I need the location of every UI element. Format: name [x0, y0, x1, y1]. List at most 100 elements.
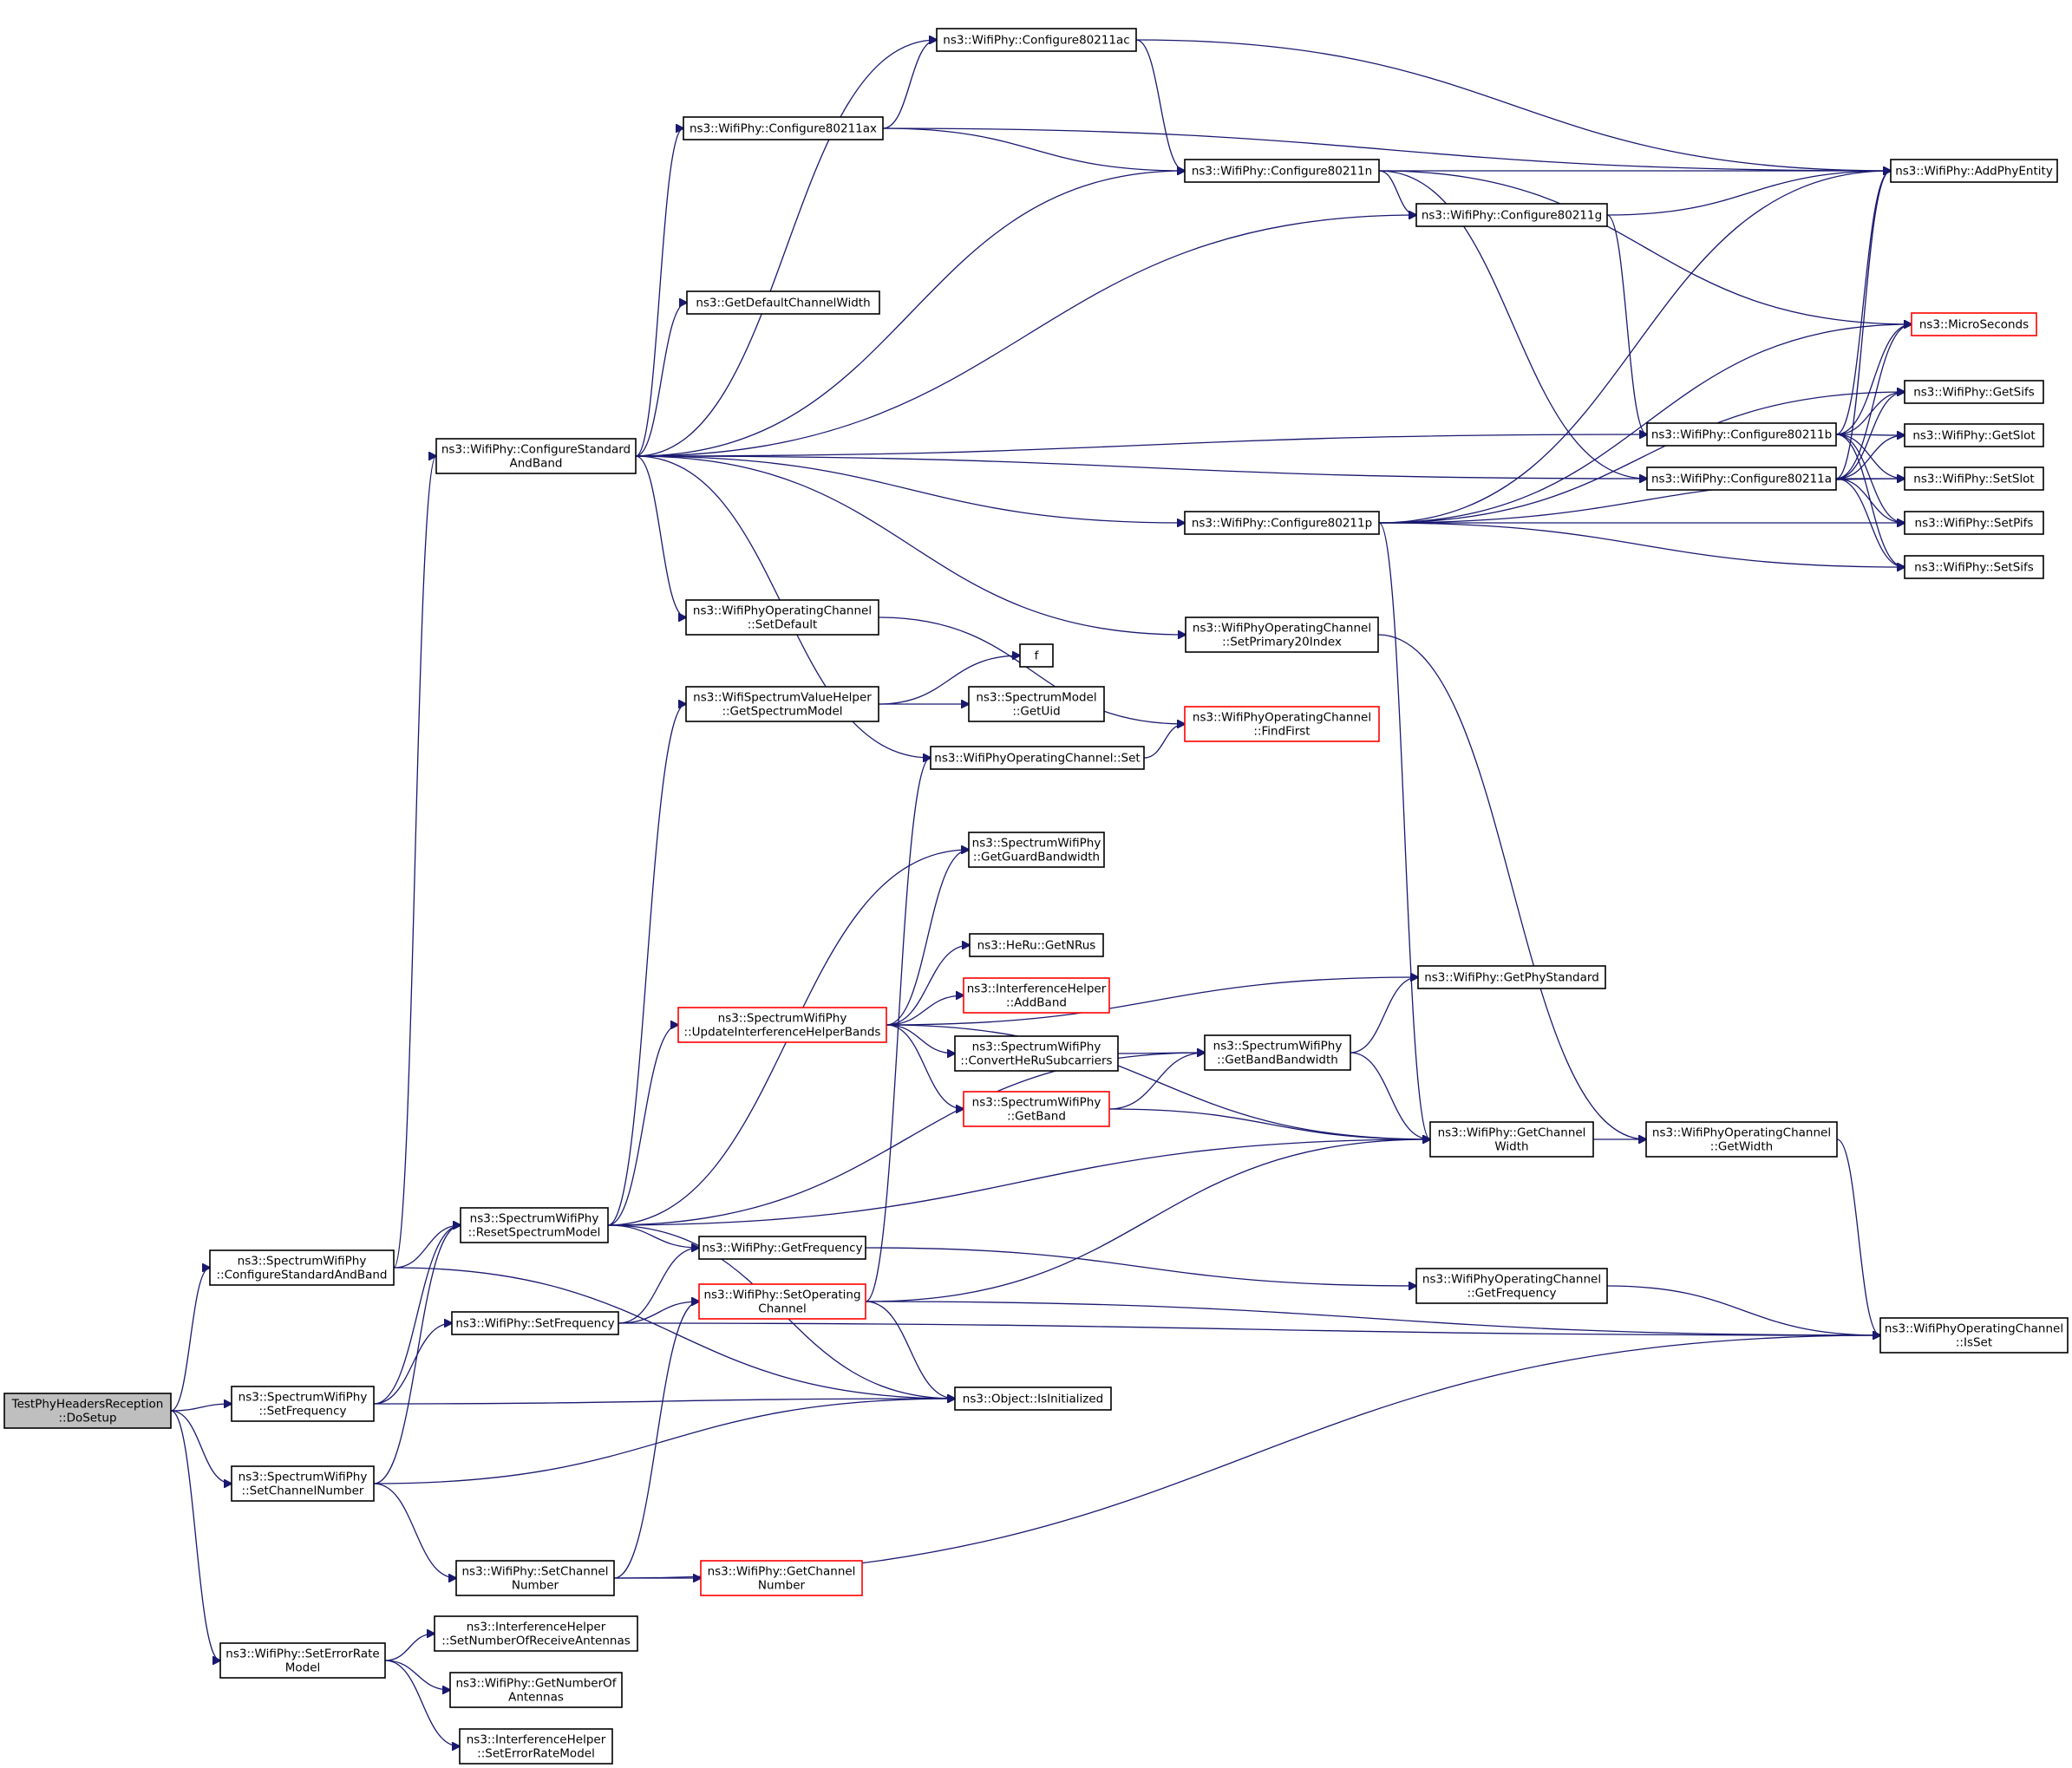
node-swp_csab[interactable]: ns3::SpectrumWifiPhy::ConfigureStandardA…: [209, 1249, 395, 1286]
node-swp_gbw[interactable]: ns3::SpectrumWifiPhy::GetBandBandwidth: [1204, 1034, 1351, 1071]
node-wp_scn[interactable]: ns3::WifiPhy::SetChannelNumber: [455, 1560, 615, 1596]
node-swp_ggb[interactable]: ns3::SpectrumWifiPhy::GetGuardBandwidth: [968, 832, 1105, 868]
edge-swp_rsm-to-wp_gcw: [607, 1139, 1430, 1226]
edge-wp_c11p-to-micro: [1378, 324, 1912, 524]
node-ih_snora[interactable]: ns3::InterferenceHelper::SetNumberOfRece…: [434, 1615, 638, 1652]
node-swp_gb[interactable]: ns3::SpectrumWifiPhy::GetBand: [963, 1091, 1110, 1127]
node-woc_gw[interactable]: ns3::WifiPhyOperatingChannel::GetWidth: [1645, 1121, 1838, 1158]
node-label-line: ::SetNumberOfReceiveAntennas: [441, 1634, 631, 1648]
node-box: [1019, 643, 1054, 668]
node-label-line: ns3::InterferenceHelper: [967, 982, 1107, 996]
node-wp_csab[interactable]: ns3::WifiPhy::ConfigureStandardAndBand: [435, 438, 637, 474]
node-wp_ssifs[interactable]: ns3::WifiPhy::SetSifs: [1904, 555, 2044, 579]
node-wp_c11n[interactable]: ns3::WifiPhy::Configure80211n: [1184, 159, 1380, 183]
edge-wp_scn-to-woc_isset: [613, 1335, 1880, 1579]
node-box: [1904, 423, 2044, 447]
node-woc_gf[interactable]: ns3::WifiPhyOperatingChannel::GetFrequen…: [1415, 1268, 1608, 1304]
node-label-line: ns3::WifiPhy::GetSifs: [1913, 386, 2035, 400]
node-label-line: ns3::InterferenceHelper: [467, 1621, 606, 1634]
node-box: [1184, 706, 1380, 742]
edge-wp_sf-to-wp_gf: [618, 1248, 699, 1324]
node-label-line: ns3::SpectrumWifiPhy: [972, 1041, 1101, 1054]
node-wp_spifs[interactable]: ns3::WifiPhy::SetPifs: [1904, 511, 2044, 535]
node-wp_ape[interactable]: ns3::WifiPhy::AddPhyEntity: [1890, 159, 2058, 183]
node-label-line: ns3::WifiSpectrumValueHelper: [693, 691, 872, 705]
node-label-line: ::GetFrequency: [1467, 1287, 1557, 1301]
node-root[interactable]: TestPhyHeadersReception::DoSetup: [3, 1393, 172, 1429]
node-wp_sslot[interactable]: ns3::WifiPhy::SetSlot: [1904, 466, 2044, 491]
node-micro[interactable]: ns3::MicroSeconds: [1911, 312, 2037, 336]
node-box: [231, 1465, 375, 1502]
node-wp_c11ac[interactable]: ns3::WifiPhy::Configure80211ac: [936, 28, 1137, 52]
node-box: [1904, 380, 2044, 404]
edge-wp_c11a-to-wp_spifs: [1835, 478, 1905, 523]
node-box: [460, 1207, 609, 1243]
node-box: [969, 933, 1104, 957]
node-label-line: ::SetPrimary20Index: [1222, 636, 1342, 649]
node-label-line: ns3::WifiPhy::Configure80211ac: [943, 34, 1129, 48]
node-woc_ff[interactable]: ns3::WifiPhyOperatingChannel::FindFirst: [1184, 706, 1380, 742]
node-woc_isset[interactable]: ns3::WifiPhyOperatingChannel::IsSet: [1879, 1317, 2069, 1354]
node-wp_gps[interactable]: ns3::WifiPhy::GetPhyStandard: [1417, 965, 1606, 989]
edge-swp_scn-to-obj_ii: [373, 1399, 955, 1484]
node-swp_scn[interactable]: ns3::SpectrumWifiPhy::SetChannelNumber: [231, 1465, 375, 1502]
edge-swp_sf-to-wp_sf: [373, 1323, 452, 1405]
node-swp_sf[interactable]: ns3::SpectrumWifiPhy::SetFrequency: [231, 1386, 375, 1422]
node-label-line: ns3::SpectrumWifiPhy: [239, 1471, 368, 1484]
node-wp_c11b[interactable]: ns3::WifiPhy::Configure80211b: [1646, 422, 1837, 447]
node-woc_sp20[interactable]: ns3::WifiPhyOperatingChannel::SetPrimary…: [1185, 617, 1379, 653]
node-heru[interactable]: ns3::HeRu::GetNRus: [969, 933, 1104, 957]
node-ih_ab[interactable]: ns3::InterferenceHelper::AddBand: [963, 977, 1110, 1014]
node-label-line: Channel: [758, 1302, 806, 1316]
edge-swp_scn-to-swp_rsm: [373, 1225, 461, 1484]
node-wp_gslot[interactable]: ns3::WifiPhy::GetSlot: [1904, 423, 2044, 447]
node-box: [219, 1642, 386, 1679]
node-swp_chrs[interactable]: ns3::SpectrumWifiPhy::ConvertHeRuSubcarr…: [954, 1035, 1119, 1072]
node-label-line: ::ConfigureStandardAndBand: [217, 1269, 388, 1282]
edge-wp_c11p-to-wp_gcw: [1378, 522, 1430, 1139]
node-wp_c11a[interactable]: ns3::WifiPhy::Configure80211a: [1646, 466, 1837, 491]
node-box: [1415, 1268, 1608, 1304]
node-swp_rsm[interactable]: ns3::SpectrumWifiPhy::ResetSpectrumModel: [460, 1207, 609, 1243]
edge-swp_rsm-to-swp_gbw: [607, 1053, 1205, 1226]
edge-wp_c11ax-to-wp_ape: [882, 127, 1891, 171]
node-woc_set[interactable]: ns3::WifiPhyOperatingChannel::Set: [930, 746, 1145, 770]
node-sm_guid[interactable]: ns3::SpectrumModel::GetUid: [968, 686, 1105, 722]
node-wp_sf[interactable]: ns3::WifiPhy::SetFrequency: [451, 1311, 619, 1335]
node-label-line: ::SetChannelNumber: [242, 1484, 364, 1498]
node-wp_serm[interactable]: ns3::WifiPhy::SetErrorRateModel: [219, 1642, 386, 1679]
edge-swp_gbw-to-wp_gcw: [1350, 1052, 1430, 1139]
edge-wp_soc-to-woc_isset: [865, 1301, 1880, 1335]
node-wp_gf[interactable]: ns3::WifiPhy::GetFrequency: [698, 1236, 866, 1260]
node-label-line: ns3::WifiPhyOperatingChannel: [1193, 622, 1371, 636]
node-wp_c11g[interactable]: ns3::WifiPhy::Configure80211g: [1415, 203, 1608, 227]
node-swp_uihb[interactable]: ns3::SpectrumWifiPhy::UpdateInterference…: [677, 1007, 887, 1043]
node-wsvh_gsm[interactable]: ns3::WifiSpectrumValueHelper::GetSpectru…: [685, 686, 879, 722]
node-woc_sd[interactable]: ns3::WifiPhyOperatingChannel::SetDefault: [685, 599, 879, 636]
node-label-line: ns3::WifiPhy::SetChannel: [462, 1565, 609, 1579]
node-label-line: ns3::SpectrumWifiPhy: [972, 1096, 1101, 1110]
node-f[interactable]: f: [1019, 643, 1054, 668]
node-layer: TestPhyHeadersReception::DoSetupns3::Spe…: [3, 28, 2069, 1765]
edge-swp_chrs-to-swp_gbw: [1117, 1053, 1205, 1054]
node-wp_c11p[interactable]: ns3::WifiPhy::Configure80211p: [1184, 511, 1380, 535]
edge-wp_csab-to-wp_c11a: [635, 455, 1647, 479]
node-label-line: ns3::WifiPhyOperatingChannel: [1422, 1273, 1601, 1287]
node-ih_serm[interactable]: ns3::InterferenceHelper::SetErrorRateMod…: [459, 1728, 613, 1765]
node-wp_c11ax[interactable]: ns3::WifiPhy::Configure80211ax: [683, 116, 884, 140]
node-box: [3, 1393, 172, 1429]
node-wp_gsifs[interactable]: ns3::WifiPhy::GetSifs: [1904, 380, 2044, 404]
edge-wp_c11ac-to-wp_c11n: [1135, 39, 1185, 171]
node-label-line: TestPhyHeadersReception: [11, 1398, 164, 1412]
node-obj_ii[interactable]: ns3::Object::IsInitialized: [954, 1386, 1112, 1411]
node-box: [1904, 555, 2044, 579]
node-gdcw[interactable]: ns3::GetDefaultChannelWidth: [686, 290, 880, 315]
node-box: [1415, 203, 1608, 227]
node-box: [209, 1249, 395, 1286]
node-label-line: ::GetUid: [1012, 705, 1060, 719]
